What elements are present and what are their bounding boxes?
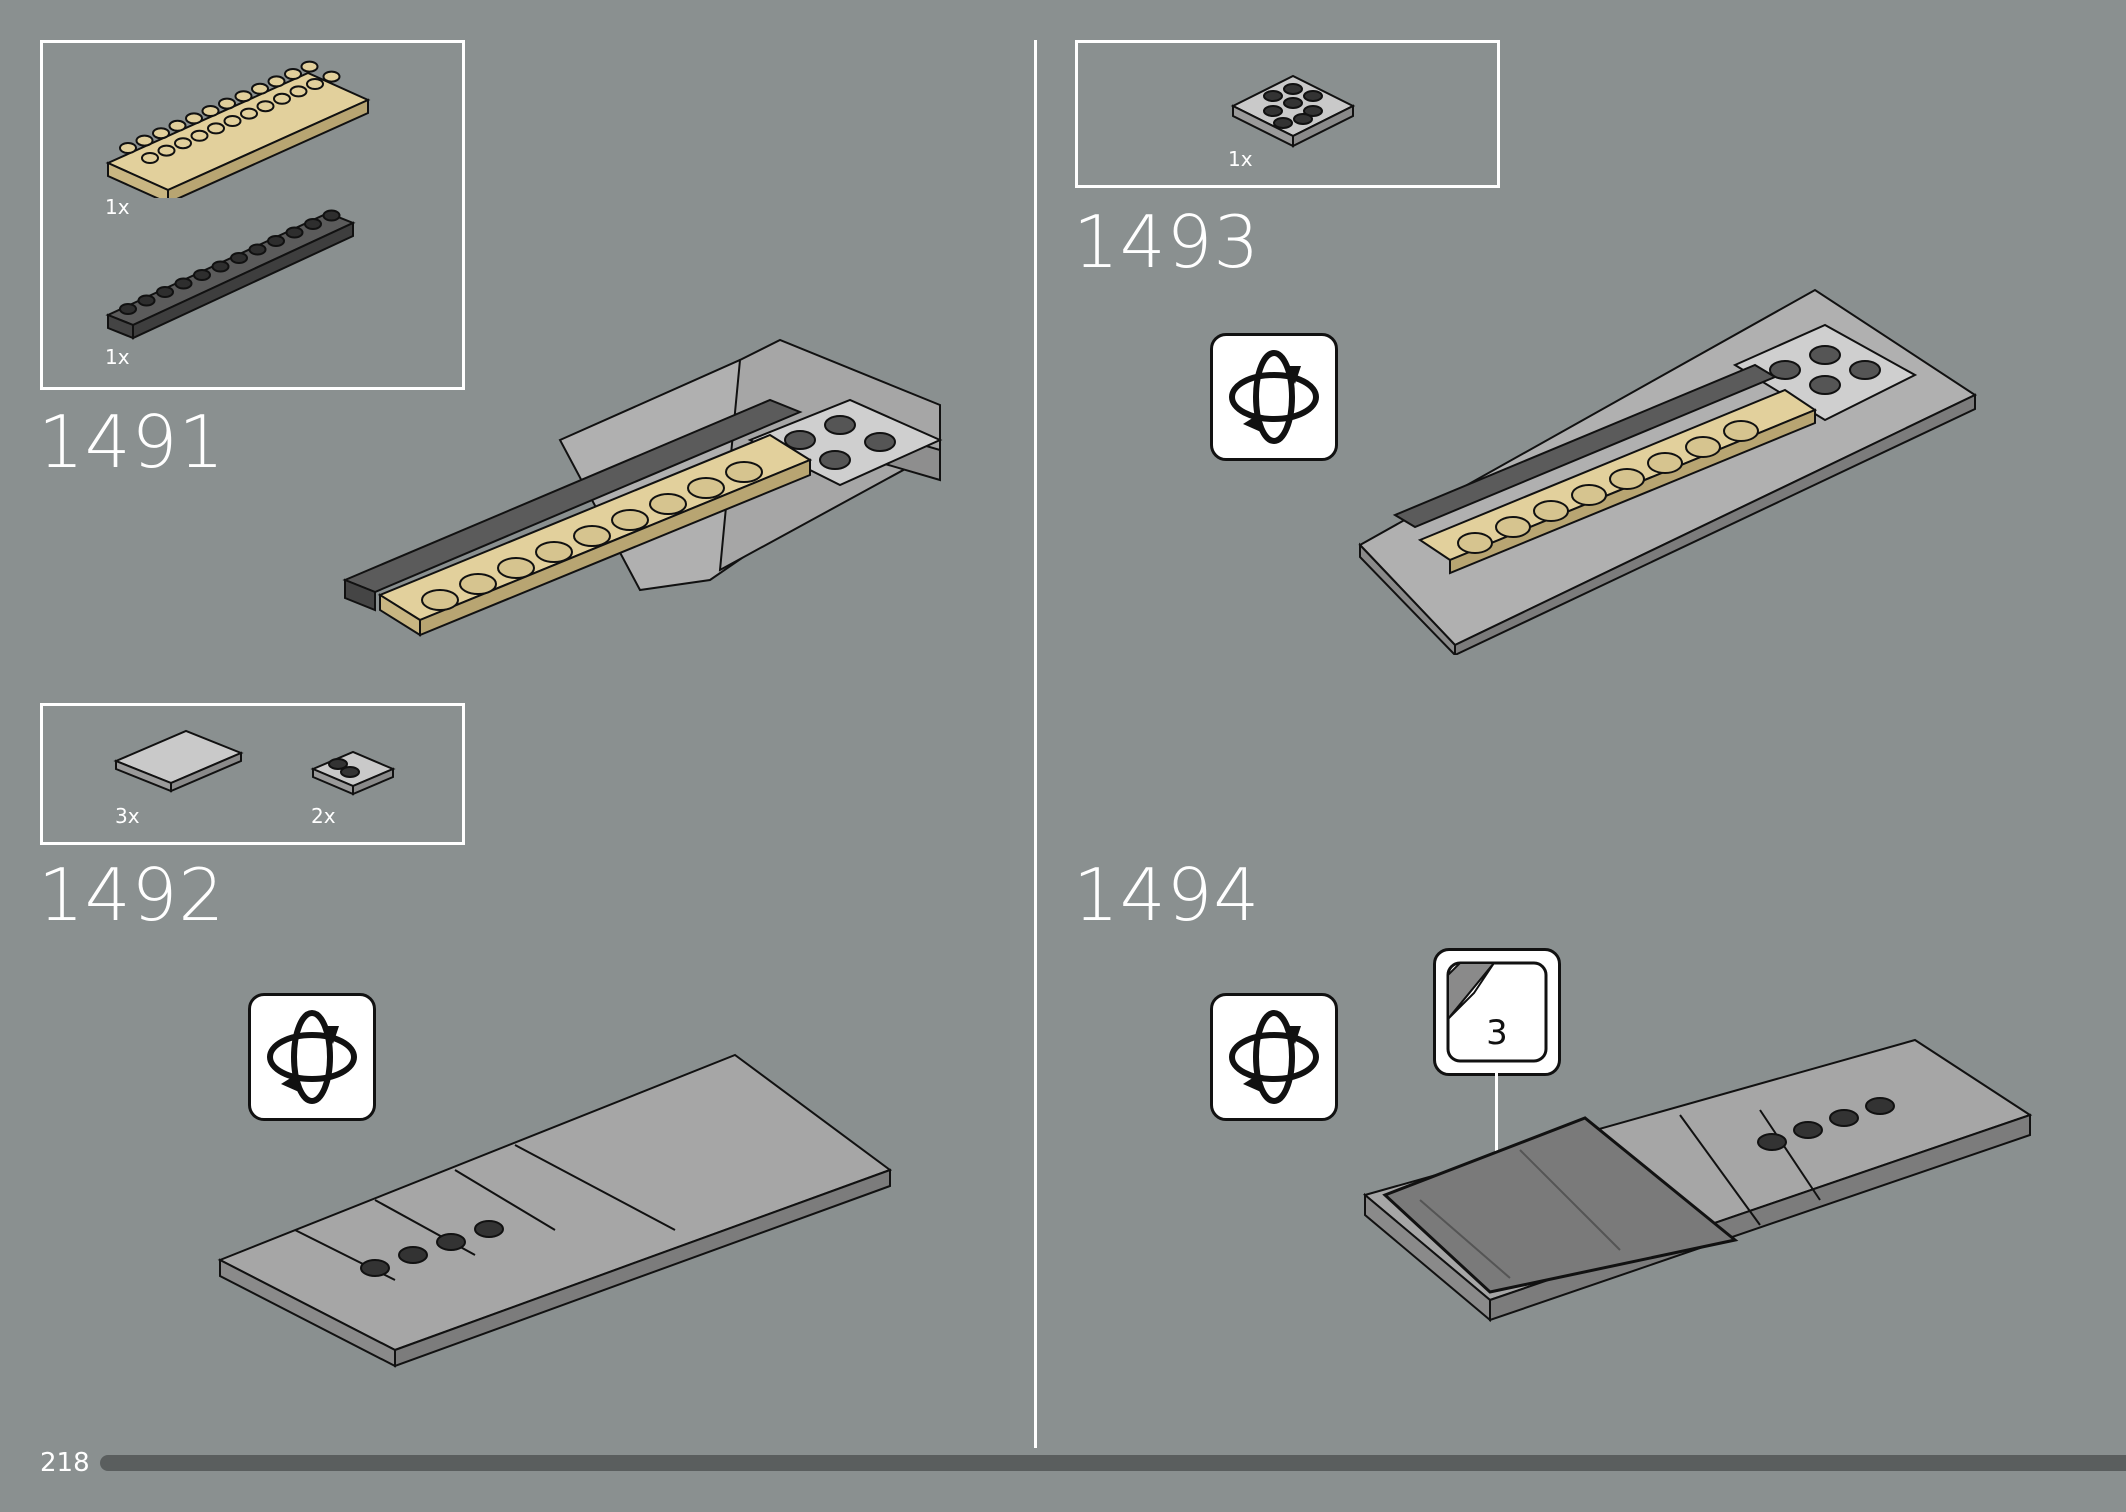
- parts-box-step-1492: 3x 2x: [40, 703, 465, 845]
- stud: [248, 243, 267, 256]
- stud: [306, 78, 324, 90]
- page-number: 218: [40, 1448, 90, 1478]
- stud: [119, 303, 137, 315]
- rotate-model-icon: [267, 1010, 357, 1104]
- step-number: 1493: [1073, 200, 1261, 284]
- stud: [251, 82, 269, 95]
- step-number: 1491: [38, 400, 226, 484]
- parts-box-step-1491: 1x 1x: [40, 40, 465, 390]
- stud: [137, 294, 156, 307]
- stud: [201, 105, 220, 117]
- step-number: 1492: [38, 853, 226, 937]
- sticker-number: 3: [1486, 1013, 1508, 1053]
- stud: [207, 122, 225, 135]
- model-assembly-step-1493: [1358, 288, 1978, 655]
- rotate-model-icon: [1229, 1010, 1319, 1104]
- stud: [174, 137, 192, 150]
- dark-plate-1x12-part: [105, 209, 356, 340]
- stud: [190, 129, 209, 142]
- part-qty: 2x: [311, 804, 336, 828]
- stud: [267, 75, 286, 88]
- step-number: 1494: [1073, 853, 1261, 937]
- stud: [300, 60, 319, 73]
- stud: [273, 92, 291, 105]
- stud: [240, 107, 258, 120]
- page-divider: [1034, 40, 1037, 1448]
- stud: [168, 119, 187, 132]
- rotate-callout: [1210, 993, 1338, 1121]
- rotate-model-icon: [1229, 350, 1319, 444]
- stud: [234, 90, 253, 103]
- part-qty: 3x: [115, 804, 140, 828]
- rotate-callout: [248, 993, 376, 1121]
- stud: [152, 127, 170, 140]
- stud: [193, 269, 211, 281]
- stud: [284, 68, 302, 80]
- stud: [185, 112, 203, 125]
- stud: [119, 142, 137, 154]
- stud: [174, 277, 193, 290]
- stud: [285, 226, 304, 239]
- stud: [304, 218, 322, 230]
- rotate-callout: [1210, 333, 1338, 461]
- stud: [156, 286, 174, 298]
- stud: [157, 144, 176, 157]
- part-qty: 1x: [105, 195, 130, 219]
- sticker-callout: 3: [1433, 948, 1561, 1076]
- parts-box-step-1493: 1x: [1075, 40, 1500, 188]
- stud: [223, 115, 242, 127]
- stud: [218, 97, 236, 110]
- stud: [141, 152, 159, 164]
- stud: [289, 85, 308, 98]
- stud: [322, 209, 341, 222]
- model-assembly-step-1491: [342, 338, 943, 637]
- part-qty: 1x: [1228, 147, 1253, 171]
- progress-bar: [100, 1455, 2126, 1471]
- plate-3x3-part: [1230, 74, 1356, 148]
- stud: [211, 260, 230, 273]
- stud: [256, 100, 275, 113]
- tan-plate-2x12-part: [105, 60, 371, 198]
- stud: [322, 70, 341, 83]
- plate-2x2-part: [310, 750, 396, 796]
- sticker-peel-icon: [1446, 961, 1548, 1063]
- stud: [135, 134, 154, 147]
- stud: [230, 252, 248, 264]
- part-qty: 1x: [105, 345, 130, 369]
- sticker-leader-line: [1495, 1073, 1498, 1153]
- model-assembly-step-1494: [1362, 1038, 2033, 1323]
- model-assembly-step-1492: [217, 1053, 893, 1368]
- stud: [267, 235, 285, 247]
- tile-2x4-part: [113, 729, 244, 793]
